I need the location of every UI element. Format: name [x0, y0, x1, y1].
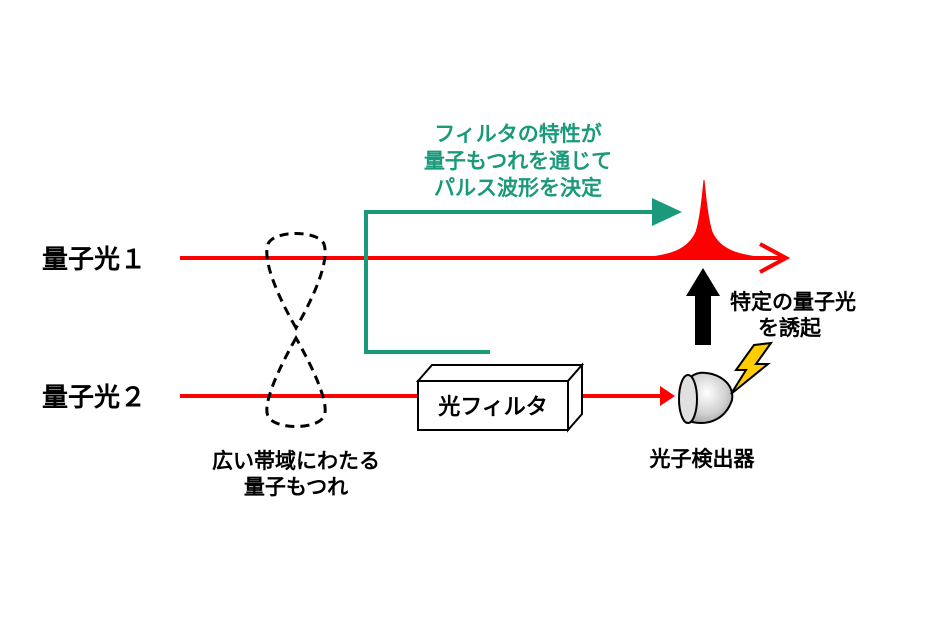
herald-line2: を誘起 [758, 316, 822, 340]
annotation-line1: フィルタの特性が [434, 122, 602, 146]
filter-label: 光フィルタ [437, 395, 548, 420]
herald-arrow [686, 268, 720, 345]
feedback-arrowhead [652, 198, 682, 226]
pulse-waveform [639, 179, 771, 259]
annotation-line2: 量子もつれを通じて [424, 149, 612, 173]
beam-2-arrowhead [660, 386, 675, 406]
entanglement-lower-lobe [265, 334, 327, 428]
optical-filter-box [415, 362, 585, 433]
entanglement-upper-lobe [265, 232, 327, 332]
herald-line1: 特定の量子光 [730, 290, 856, 314]
feedback-path [364, 210, 660, 354]
entanglement-caption-line1: 広い帯域にわたる [212, 449, 380, 473]
lightning-icon [730, 341, 774, 395]
beam-1-label: 量子光１ [42, 245, 146, 275]
annotation-line3: パルス波形を決定 [434, 176, 602, 200]
photon-detector [678, 371, 734, 424]
detector-label: 光子検出器 [649, 447, 756, 471]
beam-1-arrowhead [759, 242, 791, 274]
beam-2-label: 量子光２ [42, 383, 146, 413]
entanglement-caption-line2: 量子もつれ [244, 475, 348, 499]
